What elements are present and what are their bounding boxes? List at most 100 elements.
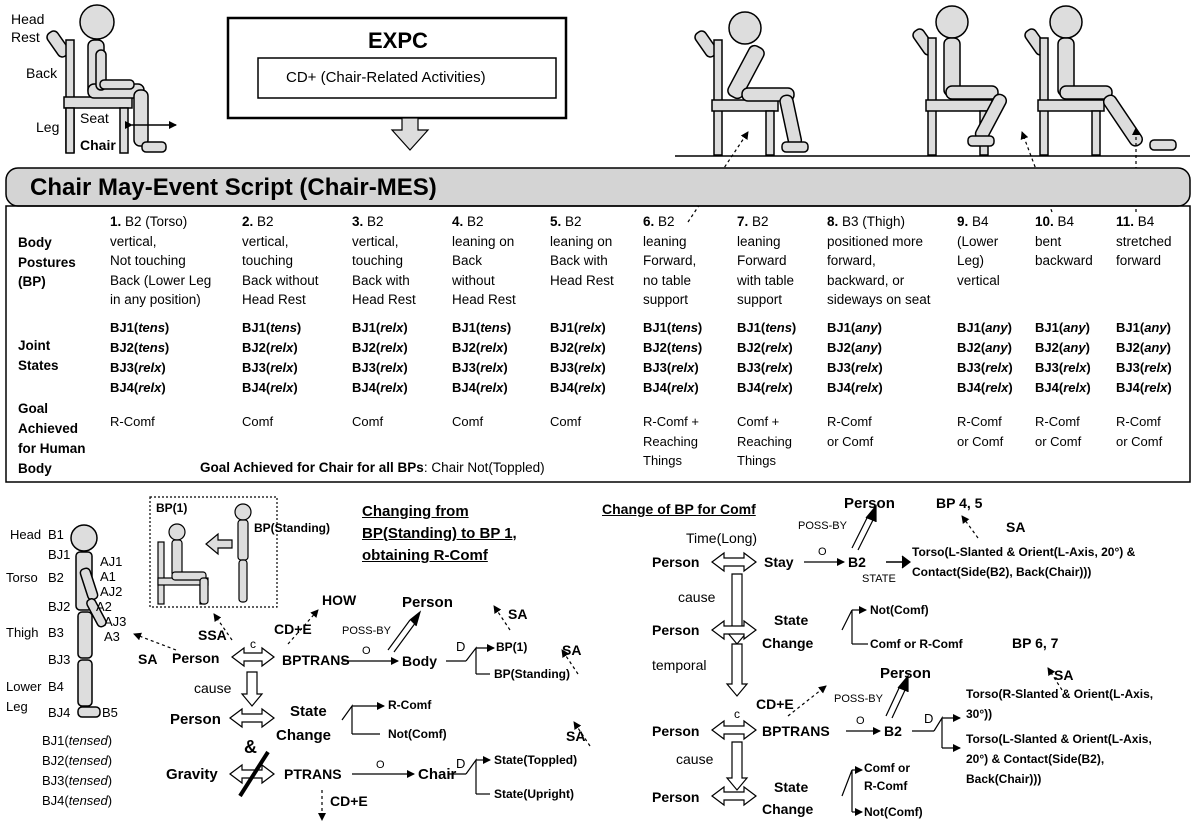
joint-state-line: BJ2(relx) — [452, 338, 511, 358]
rd-state-2: State — [774, 779, 809, 795]
rd-poss-by-2: POSS-BY — [834, 693, 883, 705]
joint-state-part: tens — [480, 320, 507, 335]
joint-state-part: ) — [694, 380, 699, 395]
rd-bptrans: BPTRANS — [762, 723, 830, 739]
joint-states-11: BJ1(any)BJ2(any)BJ3(relx)BJ4(relx) — [1116, 318, 1172, 398]
joint-state-part: BJ2( — [242, 340, 271, 355]
ld-ptrans: PTRANS — [284, 766, 342, 782]
joint-states-6: BJ1(tens)BJ2(tens)BJ3(relx)BJ4(relx) — [643, 318, 702, 398]
rd-torso1a: Torso(L-Slanted & Orient(L-Axis, 20°) & — [912, 545, 1136, 559]
posture-column-7: 7. B2 leaning Forward with table support — [737, 212, 825, 310]
joint-state-part: BJ1( — [827, 320, 856, 335]
goal-human-10: R-Comf or Comf — [1035, 414, 1082, 449]
joint-state-line: BJ1(relx) — [550, 318, 606, 338]
ld-d-1: D — [456, 639, 466, 654]
joint-state-part: BJ1( — [737, 320, 766, 335]
joint-state-part: relx — [855, 360, 879, 375]
posture-number: 4. — [452, 214, 464, 229]
joint-state-line: BJ3(relx) — [957, 358, 1013, 378]
joint-state-line: BJ1(tens) — [452, 318, 511, 338]
joint-state-part: ) — [694, 360, 699, 375]
joint-state-part: BJ1( — [352, 320, 381, 335]
chair-goal-value: : Chair Not(Toppled) — [423, 460, 545, 475]
posture-description: B2 leaning Forward, no table support — [643, 214, 697, 307]
rd-not-comf-2: Not(Comf) — [864, 805, 923, 819]
joint-states-9: BJ1(any)BJ2(any)BJ3(relx)BJ4(relx) — [957, 318, 1013, 398]
joint-state-part: ) — [1167, 380, 1172, 395]
inset-bp-standing: BP(Standing) — [254, 521, 330, 535]
fig-joint-state: BJ3(tensed) — [42, 771, 112, 791]
joint-state-line: BJ2(relx) — [550, 338, 606, 358]
left-title-3: obtaining R-Comf — [362, 547, 488, 564]
fig-b3: B3 — [48, 625, 64, 640]
joint-state-part: relx — [578, 320, 602, 335]
joint-state-part: ) — [293, 380, 298, 395]
fig-joint-state-part: tensed — [68, 793, 108, 808]
ld-o-2: O — [376, 759, 385, 771]
joint-state-part: BJ3( — [1035, 360, 1064, 375]
joint-state-part: ) — [1166, 340, 1171, 355]
joint-state-part: BJ1( — [1116, 320, 1145, 335]
goal-human-7: Comf + Reaching Things — [737, 414, 792, 468]
posture-description: B2 leaning Forward with table support — [737, 214, 795, 307]
joint-state-part: ) — [1007, 320, 1012, 335]
rd-poss-by-1: POSS-BY — [798, 520, 847, 532]
rd-sa-1: SA — [1006, 519, 1026, 535]
goal-human-6: R-Comf + Reaching Things — [643, 414, 699, 468]
ld-state: State — [290, 703, 327, 720]
joint-state-part: BJ1( — [643, 320, 672, 335]
right-diagram-lines — [711, 504, 1063, 816]
joint-state-part: BJ4( — [242, 380, 271, 395]
fig-bj1: BJ1 — [48, 547, 71, 562]
rd-not-comf-1: Not(Comf) — [870, 603, 929, 617]
joint-state-part: relx — [380, 380, 404, 395]
joint-state-part: relx — [578, 380, 602, 395]
fig-joint-state-part: BJ2( — [42, 753, 69, 768]
fig-bj4: BJ4 — [48, 705, 71, 720]
joint-state-line: BJ3(relx) — [737, 358, 796, 378]
fig-torso: Torso — [6, 570, 38, 585]
ld-bptrans: BPTRANS — [282, 652, 350, 668]
rd-cde: CD+E — [756, 696, 794, 712]
joint-state-part: relx — [578, 340, 602, 355]
row-label-body-postures: Body Postures (BP) — [18, 235, 76, 289]
fig-b4: B4 — [48, 679, 64, 694]
fig-aj1: AJ1 — [100, 554, 123, 569]
ld-not-comf: Not(Comf) — [388, 727, 447, 741]
ld-bp1: BP(1) — [496, 640, 528, 654]
joint-state-line: BJ4(relx) — [827, 378, 883, 398]
joint-state-line: BJ4(relx) — [550, 378, 606, 398]
rd-time-long: Time(Long) — [686, 530, 758, 546]
joint-state-part: any — [1063, 320, 1086, 335]
rd-d: D — [924, 711, 934, 726]
rd-torso1b: Contact(Side(B2), Back(Chair))) — [912, 565, 1092, 579]
ld-chair: Chair — [418, 766, 457, 783]
joint-state-part: relx — [380, 360, 404, 375]
ld-cde-2: CD+E — [330, 793, 368, 809]
joint-state-part: tens — [138, 320, 165, 335]
posture-description: B4 stretched forward — [1116, 214, 1172, 268]
ld-person-3: Person — [170, 711, 221, 728]
joint-state-part: BJ1( — [957, 320, 986, 335]
posture-number: 1. — [110, 214, 122, 229]
joint-state-part: ) — [1086, 360, 1091, 375]
joint-state-part: BJ3( — [452, 360, 481, 375]
table-frame — [5, 205, 1191, 483]
joint-state-part: BJ1( — [242, 320, 271, 335]
label-leg: Leg — [36, 119, 60, 135]
rd-b2-1: B2 — [848, 554, 866, 570]
joint-state-part: ) — [503, 360, 508, 375]
joint-state-part: ) — [601, 320, 606, 335]
joint-state-part: ) — [878, 360, 883, 375]
joint-state-part: any — [1144, 340, 1167, 355]
ld-ssa: SSA — [198, 627, 227, 643]
joint-state-part: relx — [985, 360, 1009, 375]
joint-state-part: BJ4( — [1035, 380, 1064, 395]
joint-state-part: relx — [1063, 360, 1087, 375]
goal-human-3: Comf — [352, 414, 384, 429]
joint-state-line: BJ3(relx) — [1116, 358, 1172, 378]
ld-how: HOW — [322, 592, 357, 608]
joint-state-part: BJ3( — [550, 360, 579, 375]
joint-state-part: ) — [1166, 320, 1171, 335]
